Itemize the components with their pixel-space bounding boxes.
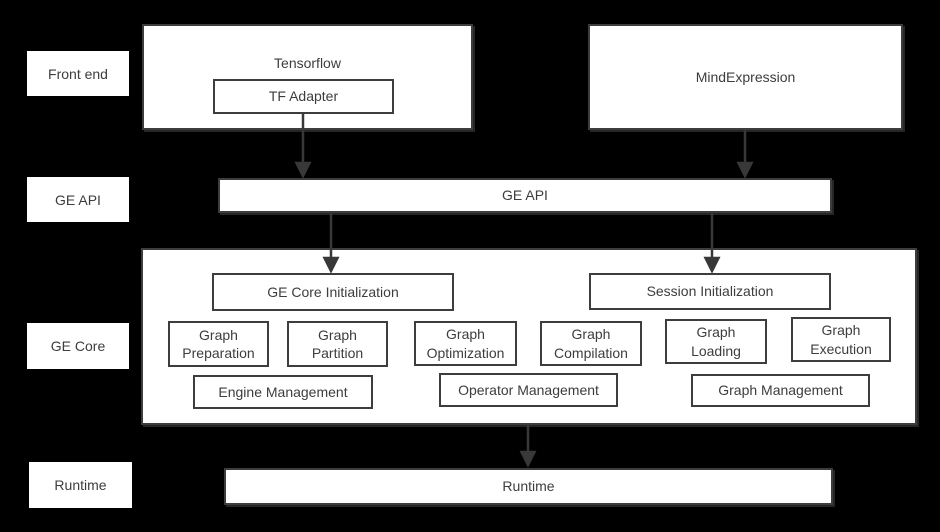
box-tf-adapter: TF Adapter [213,79,394,114]
box-graph-loading: Graph Loading [665,319,767,364]
box-tensorflow: Tensorflow TF Adapter [142,24,473,130]
graph-execution-label: Graph Execution [810,322,872,357]
layer-label-ge-api: GE API [27,177,129,222]
arrowhead-ge-core-to-runtime [519,450,537,468]
graph-loading-label: Graph Loading [691,324,741,359]
box-mindexpression: MindExpression [588,24,903,130]
tf-adapter-label: TF Adapter [268,88,339,105]
ge-core-initialization-label: GE Core Initialization [267,283,399,300]
layer-label-text: Runtime [54,477,107,493]
graph-compilation-label: Graph Compilation [554,326,628,361]
arrowhead-mindexpression-to-ge-api [736,161,754,179]
layer-label-ge-core: GE Core [27,323,129,369]
box-graph-optimization: Graph Optimization [414,321,517,366]
layer-label-text: Front end [48,65,108,82]
box-graph-partition: Graph Partition [287,321,388,367]
layer-label-text: GE Core [50,338,106,354]
box-graph-compilation: Graph Compilation [540,321,642,366]
box-graph-preparation: Graph Preparation [168,321,269,367]
graph-optimization-label: Graph Optimization [426,326,505,361]
layer-label-front-end: Front end [27,51,129,96]
arrowhead-tf-adapter-to-ge-api [294,161,312,179]
box-graph-execution: Graph Execution [791,317,891,362]
runtime-label: Runtime [502,478,555,495]
graph-preparation-label: Graph Preparation [182,326,255,361]
tensorflow-label: Tensorflow [274,55,341,71]
box-operator-management: Operator Management [439,373,618,407]
box-ge-core: GE Core Initialization Session Initializ… [141,248,917,425]
mindexpression-label: MindExpression [695,68,796,85]
box-ge-core-initialization: GE Core Initialization [212,273,454,311]
operator-management-label: Operator Management [458,381,599,398]
box-graph-management: Graph Management [691,374,870,407]
box-engine-management: Engine Management [193,375,373,409]
graph-management-label: Graph Management [718,382,843,399]
layer-label-runtime: Runtime [29,462,132,508]
session-initialization-label: Session Initialization [646,283,774,300]
layer-label-text: GE API [55,191,101,208]
box-session-initialization: Session Initialization [589,273,831,310]
bar-runtime: Runtime [224,468,833,505]
bar-ge-api: GE API [218,178,832,213]
graph-partition-label: Graph Partition [311,326,364,361]
engine-management-label: Engine Management [218,383,348,400]
ge-api-label: GE API [502,187,548,204]
